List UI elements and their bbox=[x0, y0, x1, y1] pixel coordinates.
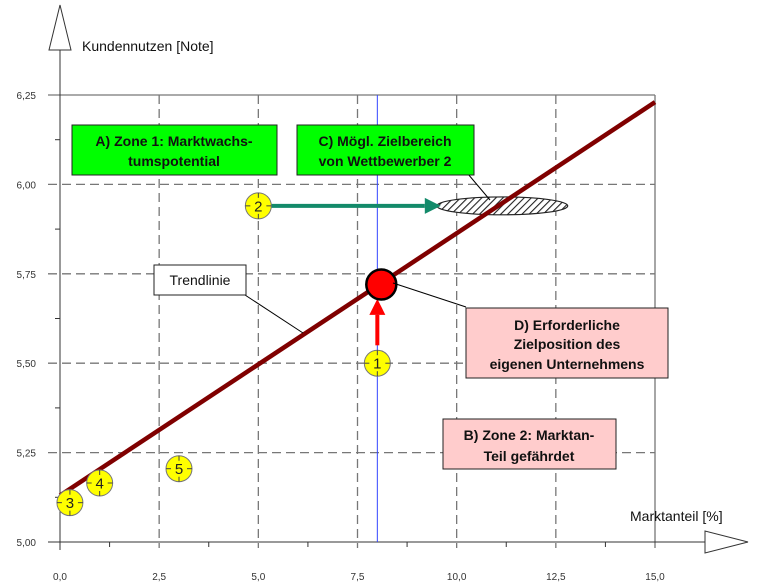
point-label: 1 bbox=[373, 356, 381, 373]
x-tick-label: 10,0 bbox=[447, 572, 467, 583]
zone1-line2: tumspotential bbox=[128, 153, 220, 169]
marks: 1 2 3 4 5 bbox=[56, 95, 657, 542]
own-target-point bbox=[365, 268, 398, 301]
point-label: 2 bbox=[254, 198, 262, 215]
zone2-annotation: B) Zone 2: Marktan- Teil gefährdet bbox=[442, 418, 617, 470]
y-tick-label: 5,75 bbox=[17, 270, 37, 281]
axes bbox=[48, 4, 749, 554]
x-tick-label: 15,0 bbox=[645, 572, 665, 583]
competitor-line1: C) Mögl. Zielbereich bbox=[318, 133, 451, 149]
target-area-leader-line bbox=[467, 173, 491, 201]
y-tick-label: 5,25 bbox=[17, 449, 37, 460]
y-tick-label: 6,25 bbox=[17, 91, 37, 102]
data-point-1: 1 bbox=[363, 349, 391, 377]
own-target-line2: Zielposition des bbox=[514, 336, 621, 352]
y-tick-label: 5,50 bbox=[17, 359, 37, 370]
y-axis-arrow-icon bbox=[48, 4, 72, 51]
y-tick-label: 5,00 bbox=[17, 538, 37, 549]
trend-label: Trendlinie bbox=[170, 272, 231, 288]
target-own-leader-line bbox=[392, 282, 467, 308]
data-point-3: 3 bbox=[56, 489, 84, 517]
data-point-2: 2 bbox=[244, 192, 272, 220]
arrow-head-icon bbox=[369, 298, 386, 315]
x-tick-label: 0,0 bbox=[53, 572, 67, 583]
data-point-5: 5 bbox=[165, 455, 193, 483]
own-target-line3: eigenen Unternehmens bbox=[490, 356, 645, 372]
trend-annotation: Trendlinie bbox=[153, 264, 247, 296]
x-tick-label: 5,0 bbox=[251, 572, 265, 583]
point-label: 5 bbox=[175, 461, 183, 478]
trendline bbox=[58, 100, 657, 498]
x-axis-label: Marktanteil [%] bbox=[630, 508, 723, 524]
competitor-target-annotation: C) Mögl. Zielbereich von Wettbewerber 2 bbox=[296, 124, 475, 176]
x-tick-label: 2,5 bbox=[152, 572, 166, 583]
competitor-line2: von Wettbewerber 2 bbox=[319, 153, 452, 169]
x-tick-label: 12,5 bbox=[546, 572, 566, 583]
point-label: 4 bbox=[95, 475, 103, 492]
zone2-line1: B) Zone 2: Marktan- bbox=[464, 427, 595, 443]
zone1-line1: A) Zone 1: Marktwachs- bbox=[95, 133, 252, 149]
y-tick-label: 6,00 bbox=[17, 180, 37, 191]
tick-labels: 0,0 2,5 5,0 7,5 10,0 12,5 15,0 5,00 5,25 5,50 5,75… bbox=[17, 91, 666, 583]
own-target-line1: D) Erforderliche bbox=[514, 317, 620, 333]
point-label: 3 bbox=[66, 495, 74, 512]
zone2-line2: Teil gefährdet bbox=[484, 448, 575, 464]
x-tick-label: 7,5 bbox=[351, 572, 365, 583]
zone1-annotation: A) Zone 1: Marktwachs- tumspotential bbox=[71, 124, 278, 176]
trend-leader-line bbox=[244, 294, 304, 334]
x-axis-arrow-icon bbox=[704, 530, 749, 554]
own-target-annotation: D) Erforderliche Zielposition des eigene… bbox=[465, 307, 669, 379]
data-point-4: 4 bbox=[86, 469, 114, 497]
y-axis-label: Kundennutzen [Note] bbox=[82, 38, 214, 54]
competitor-target-area bbox=[436, 196, 569, 216]
arrow-head-icon bbox=[424, 197, 441, 214]
